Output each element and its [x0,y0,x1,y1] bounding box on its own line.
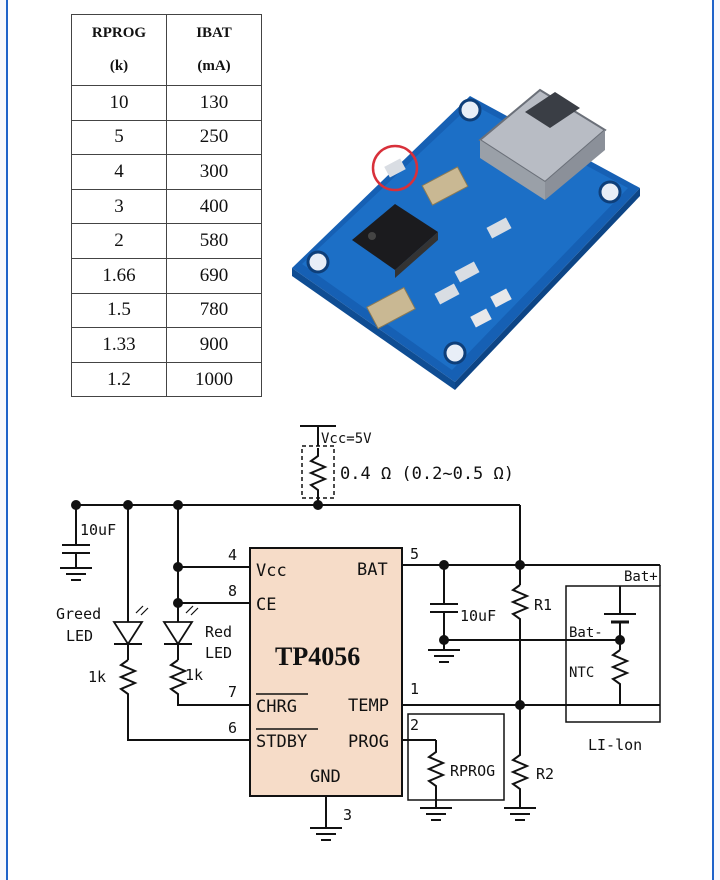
highlight-circle [371,144,419,192]
pin-bat-num: 5 [410,545,419,563]
r2-resistor: R2 [504,705,554,821]
pin-ce-name: CE [256,595,276,615]
table-cell: 300 [166,154,262,190]
bat-plus-label: Bat+ [624,569,658,585]
vcc-supply: Vcc=5V [300,425,372,447]
table-cell: 1.66 [71,257,167,294]
junction-dot [313,500,323,510]
table-cell: 580 [166,223,262,259]
table-header-row: RPROG(k) IBAT(mA) [71,14,262,86]
r1-resistor: R1 [510,505,552,705]
pcb-components [366,158,512,330]
pin-vcc-name: Vcc [256,561,287,581]
pin-chrg-name: CHRG [256,697,297,717]
sense-resistor: 0.4 Ω (0.2~0.5 Ω) [301,445,514,505]
pin-gnd-name: GND [310,767,341,787]
input-cap-label: 10uF [80,521,116,539]
table-cell: 2 [71,223,167,259]
tp4056-chip: TP4056 Vcc CE CHRG STDBY BAT TEMP PROG G… [228,545,419,824]
usb-connector [478,88,607,200]
red-led-branch: Red LED 1k [162,505,250,706]
rprog-label: RPROG [450,762,495,780]
pin-gnd-num: 3 [343,806,352,824]
pin-chrg-num: 7 [228,683,237,701]
red-resistor-label: 1k [185,666,203,684]
table-cell: 900 [166,327,262,363]
pin-temp-name: TEMP [348,696,389,716]
battery-pack: Bat+ Bat- NTC LI-lon [565,565,661,754]
table-cell: 400 [166,188,262,225]
green-led-branch: Greed LED 1k [56,505,250,741]
chip-ground [310,796,342,841]
rprog-section: RPROG [402,713,505,821]
table-cell: 5 [71,119,167,156]
green-led-label-1: Greed [56,605,101,623]
junction-dot [173,562,183,572]
table-cell: 1.33 [71,327,167,363]
table-cell: 1.2 [71,361,167,398]
pin-stdby-num: 6 [228,719,237,737]
pin-prog-num: 2 [410,716,419,734]
table-cell: 4 [71,154,167,190]
r2-label: R2 [536,765,554,783]
junction-dot [173,598,183,608]
output-capacitor: 10uF [428,565,496,663]
red-led-label-2: LED [205,644,232,662]
pin-vcc-num: 4 [228,546,237,564]
bat-minus-label: Bat- [569,625,603,641]
pin-temp-num: 1 [410,680,419,698]
pin-bat-name: BAT [357,560,388,580]
pin-prog-name: PROG [348,732,389,752]
table-cell: 1.5 [71,292,167,329]
vcc-label: Vcc=5V [321,431,372,447]
pin-stdby-name: STDBY [256,732,307,752]
r1-label: R1 [534,596,552,614]
red-led-label-1: Red [205,623,232,641]
table-cell: 1000 [166,361,262,398]
input-capacitor: 10uF [60,505,116,581]
li-ion-label: LI-lon [588,736,642,754]
pin-ce-num: 8 [228,582,237,600]
green-led-label-2: LED [66,627,93,645]
sense-resistor-label: 0.4 Ω (0.2~0.5 Ω) [340,464,514,484]
green-resistor-label: 1k [88,668,106,686]
ntc-label: NTC [569,665,594,681]
output-cap-label: 10uF [460,607,496,625]
table-header-rprog: RPROG(k) [71,14,167,86]
charger-ic-chip [352,204,438,278]
table-header-ibat: IBAT(mA) [166,14,262,86]
chip-name: TP4056 [275,642,360,671]
